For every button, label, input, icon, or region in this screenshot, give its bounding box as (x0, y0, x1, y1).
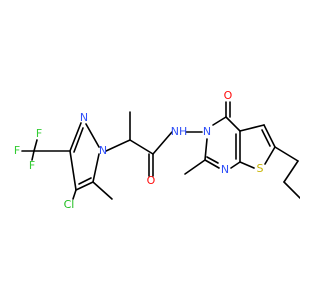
atom-labels: F F F N N Cl O NH N O N S (14, 89, 264, 211)
atom-n-pyrazole-2: N (80, 111, 88, 124)
bonds (21, 101, 300, 200)
atom-f-left: F (14, 144, 20, 157)
atom-n1-pyrimidine: N (221, 163, 229, 176)
bond-c7a-n1 (230, 161, 241, 169)
atom-f-bottom: F (29, 159, 35, 172)
atom-f-top: F (36, 127, 42, 140)
bond-c4a-c5 (239, 124, 265, 132)
bond-c6-s (264, 146, 276, 165)
bond-propyl-2 (283, 160, 299, 183)
bond-c3-n2 (69, 122, 82, 152)
bond-c2-methyl (184, 159, 206, 175)
bond-c3-n2-double (73, 127, 84, 153)
bond-c4-c4a (225, 116, 241, 132)
bond-n1-ch (105, 139, 131, 152)
atom-nh-amide: NH (171, 125, 188, 138)
bond-n1-c2-double (206, 156, 219, 164)
bond-c4-c3 (69, 150, 77, 191)
atom-s-thiophene: S (257, 162, 264, 175)
bond-propyl-3 (283, 181, 300, 199)
molecule-structure: F F F N N Cl O NH N O N S (14, 89, 300, 211)
bond-n1-c2 (204, 159, 220, 169)
bond-n2-n1 (85, 123, 100, 148)
bond-s-c7a (239, 161, 255, 169)
bond-c4-cl (72, 189, 77, 200)
bond-carbonyl-nh (152, 131, 173, 155)
bond-n3-c4 (212, 116, 227, 126)
bond-c5-c6-double (261, 129, 271, 147)
bond-c6-propyl-1 (274, 146, 299, 162)
bond-c5-c4-double (78, 177, 92, 185)
bond-f-top-cf3 (33, 139, 38, 152)
bond-c5-c6 (263, 124, 276, 148)
bond-c5-methyl (92, 181, 113, 200)
atom-cl: Cl (64, 198, 75, 211)
bond-ch-carbonyl (129, 139, 154, 155)
atom-o-keto: O (224, 89, 233, 102)
bond-c2-n3 (204, 138, 208, 161)
bond-n1-c5 (92, 153, 100, 183)
atom-o-amide: O (147, 174, 156, 187)
bond-c5-c4 (75, 181, 94, 191)
atom-n-pyrazole-1: N (99, 144, 107, 157)
atom-n3-pyrimidine: N (203, 125, 211, 138)
bond-f-bottom-cf3 (31, 150, 35, 161)
